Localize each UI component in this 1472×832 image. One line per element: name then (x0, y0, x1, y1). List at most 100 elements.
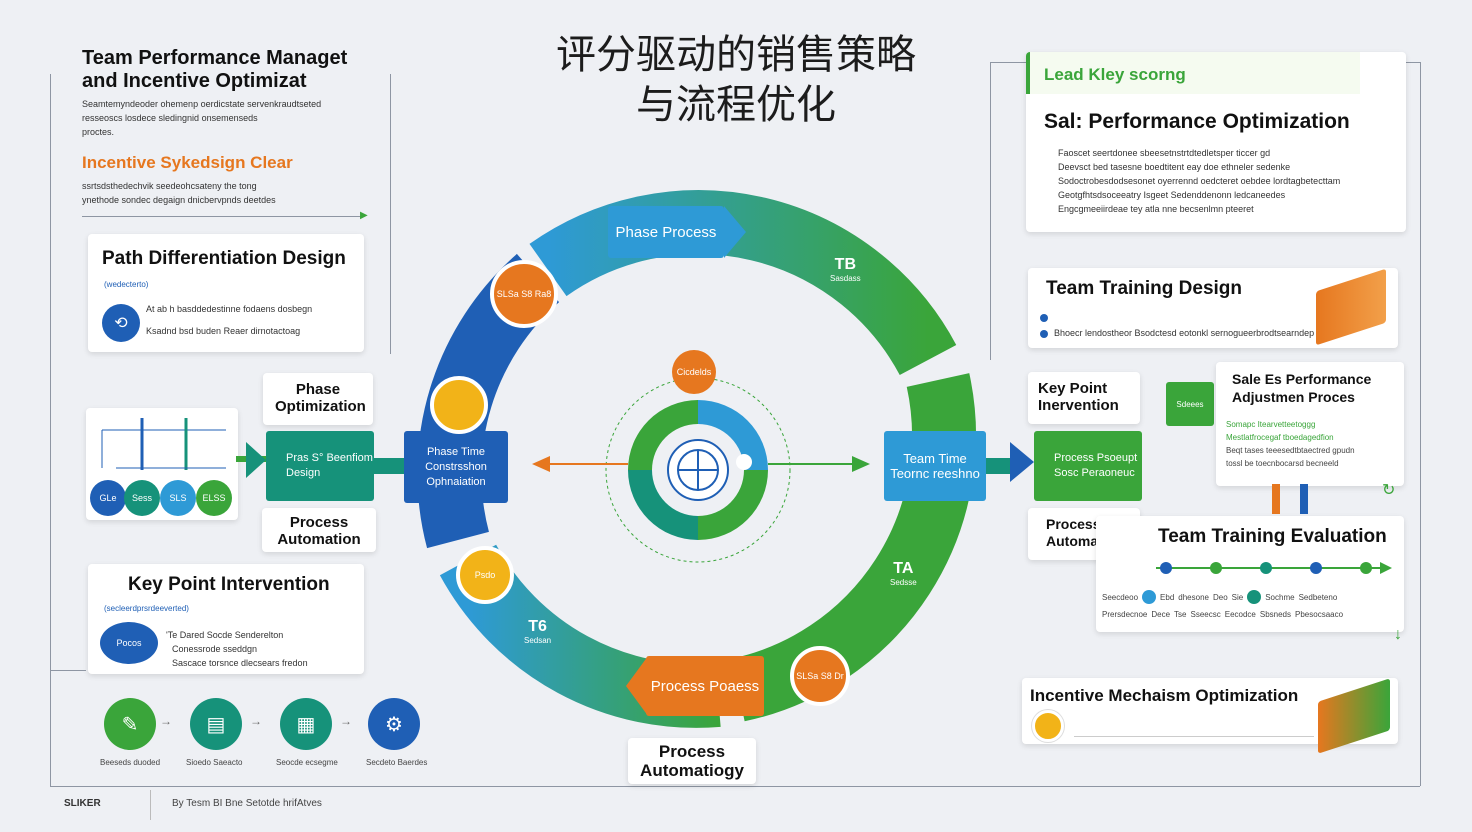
process-green-box: Process Psoeupt Sosc Peraoneuc (1034, 431, 1142, 501)
eval-row: Seecdeoo Ebd dhesone Deo Sie Sochme Sedb… (1102, 590, 1402, 604)
sale-bullet-1: Faoscet seertdonee sbeesetnstrtdtedletsp… (1058, 148, 1271, 158)
tb-top-sub: Sasdass (830, 274, 861, 283)
left-header-title-1: Team Performance Managet (82, 47, 348, 69)
path-title: Path Differentiation Design (102, 248, 346, 269)
key-item-3: Sascace torsnce dlecsears fredon (172, 658, 308, 668)
eval-dot-1 (1142, 590, 1157, 604)
key-sub: (secleerdprsrdeeverted) (104, 604, 189, 613)
path-sub: (wedecterto) (104, 280, 149, 289)
footer-logo: SLIKER (64, 798, 101, 809)
path-item-2: Ksadnd bsd buden Reaer dirnotactoag (146, 326, 301, 336)
process-auto-card: Process Automation (262, 508, 376, 552)
lead-tab (1026, 52, 1360, 94)
recycle-icon: ↻ (1382, 482, 1396, 499)
lead-card: Lead Kley scorng Sal: Performance Optimi… (1026, 52, 1406, 232)
eval-label-13: Sbsneds (1259, 610, 1292, 619)
training-dot-1 (1040, 314, 1048, 322)
eval-label-8: Prersdecnoe (1102, 610, 1148, 619)
node-bottom-right: SLSa S8 Dr (790, 646, 850, 706)
training-title: Team Training Design (1046, 278, 1243, 299)
process-auto-bottom-card: Process Automatiogy (628, 738, 756, 784)
eval-label-7: Sedbeteno (1298, 592, 1338, 602)
adjust-tail: tossl be toecnbocarsd becneeld (1226, 459, 1339, 468)
green-badge: Sdeees (1166, 382, 1214, 426)
team-time-box: Team Time Teornc reeshno (884, 431, 986, 501)
eval-label-6: Sochme (1265, 592, 1295, 602)
left-header-divider (390, 74, 391, 354)
tb-left-label: T6 Sedsan (524, 618, 551, 645)
eval-label-14: Pbesocsaaco (1295, 610, 1344, 619)
eval-label-2: Ebd (1160, 592, 1175, 602)
adjust-bullet-2: Mestlatfrocegaf tboedagedfion (1226, 433, 1334, 442)
sale-bullet-4: Geotgfhtsdsoceeatry Isgeet Sedenddenonn … (1058, 190, 1286, 200)
page-title-line-1: 评分驱动的销售策略 (556, 32, 916, 78)
left-header-desc-1: Seamtemyndeoder ohemenp oerdicstate serv… (82, 99, 322, 109)
left-frame (50, 74, 51, 786)
left-header-title-2: and Incentive Optimizat (82, 70, 307, 92)
icon-arrow-3: → (340, 714, 352, 728)
icon-arrow-1: → (160, 714, 172, 728)
icon-circle-4: ⚙ (368, 698, 420, 750)
eval-label-12: Eecodce (1224, 610, 1256, 619)
phase-process-arrow-head (724, 206, 746, 258)
ta-right-sub: Sedsse (890, 578, 917, 587)
eval-card: Team Training Evaluation Seecdeoo Ebd dh… (1096, 516, 1404, 632)
incentive-right-coin (1032, 710, 1064, 742)
node-top-center: Cicdelds (672, 350, 716, 394)
page-title-line-2: 与流程优化 (636, 82, 836, 128)
eval-arrow-icon: ↓ (1394, 626, 1402, 643)
sale-title: Sal: Performance Optimization (1044, 110, 1350, 133)
node-white-right (736, 454, 752, 470)
key-right-title: Key Point Inervention (1038, 380, 1119, 414)
eval-label-11: Sseecsc (1190, 610, 1221, 619)
bubble-1: GLe (90, 480, 126, 516)
icon-label-2: Sioedo Saeacto (186, 758, 243, 767)
bubble-4: ELSS (196, 480, 232, 516)
training-dot-2 (1040, 330, 1048, 338)
ta-right-label: TA Sedsse (890, 560, 917, 587)
key-card: Key Point Intervention (secleerdprsrdeev… (88, 564, 364, 674)
phase-box: Pras S° Beenfiom Design (266, 431, 374, 501)
blue-pillar (1300, 484, 1308, 514)
adjust-bullet-3: Beqt tases teeesedtbtaectred gpudn (1226, 446, 1355, 455)
footer-text: By Tesm BI Bne Setotde hrifAtves (172, 798, 322, 809)
eval-label-1: Seecdeoo (1102, 592, 1139, 602)
node-top-left: SLSa S8 Ra8 (490, 260, 558, 328)
eval-label-10: Tse (1174, 610, 1187, 619)
eval-label-9: Dece (1151, 610, 1171, 619)
left-header: Team Performance Managet and Incentive O… (82, 47, 372, 139)
node-yellow-bottom: Psdo (456, 546, 514, 604)
eval-label-5: Sie (1231, 592, 1244, 602)
path-card: Path Differentiation Design (wedecterto)… (88, 234, 364, 352)
path-icon: ⟲ (102, 304, 140, 342)
right-frame-left (990, 62, 991, 360)
sale-bullets: Faoscet seertdonee sbeesetnstrtdtedletsp… (1058, 146, 1398, 216)
phase-opt-label: Phase Optimization (275, 381, 366, 415)
adjust-title: Sale Es Performance Adjustmen Proces (1232, 371, 1372, 405)
bubble-2: Sess (124, 480, 160, 516)
incentive-title: Incentive Sykedsign Clear (82, 153, 293, 172)
icon-circle-1: ✎ (104, 698, 156, 750)
adjust-bullet-1: Somapc Itearvetteetoggg (1226, 420, 1316, 429)
process-auto-bottom-label: Process Automatiogy (640, 742, 744, 780)
tb-left-text: T6 (528, 618, 547, 635)
icon-label-3: Seocde ecsegme (276, 758, 338, 767)
arrow-blue-right (986, 458, 1012, 474)
sale-bullet-3: Sodoctrobesdodsesonet oyerrennd oedctere… (1058, 176, 1341, 186)
sale-bullet-5: Engcgmeeiirdeae tey atla nne becsenlmn p… (1058, 204, 1254, 214)
arrow-blue-right-head (1010, 442, 1034, 482)
arrow-right-icon: ▶ (360, 210, 368, 221)
phase-time-box: Phase Time Constrsshon Ophnaiation (404, 431, 508, 503)
key-badge: Pocos (100, 622, 158, 664)
arrow-teal-mid (374, 458, 404, 474)
eval-row-2: Prersdecnoe Dece Tse Sseecsc Eecodce Sbs… (1102, 610, 1402, 619)
footer-divider (150, 790, 151, 820)
key-item-2: Conessrode sseddgn (172, 644, 258, 654)
training-line: Bhoecr lendostheor Bsodctesd eotonkl ser… (1054, 328, 1314, 338)
incentive-connector (82, 216, 364, 217)
process-bottom-arrow-head (626, 656, 648, 716)
adjust-bullets: Somapc Itearvetteetoggg Mestlatfrocegaf … (1226, 418, 1402, 470)
tb-left-sub: Sedsan (524, 636, 552, 645)
hierarchy-diagram (101, 418, 226, 470)
incentive-right-line (1074, 736, 1314, 737)
